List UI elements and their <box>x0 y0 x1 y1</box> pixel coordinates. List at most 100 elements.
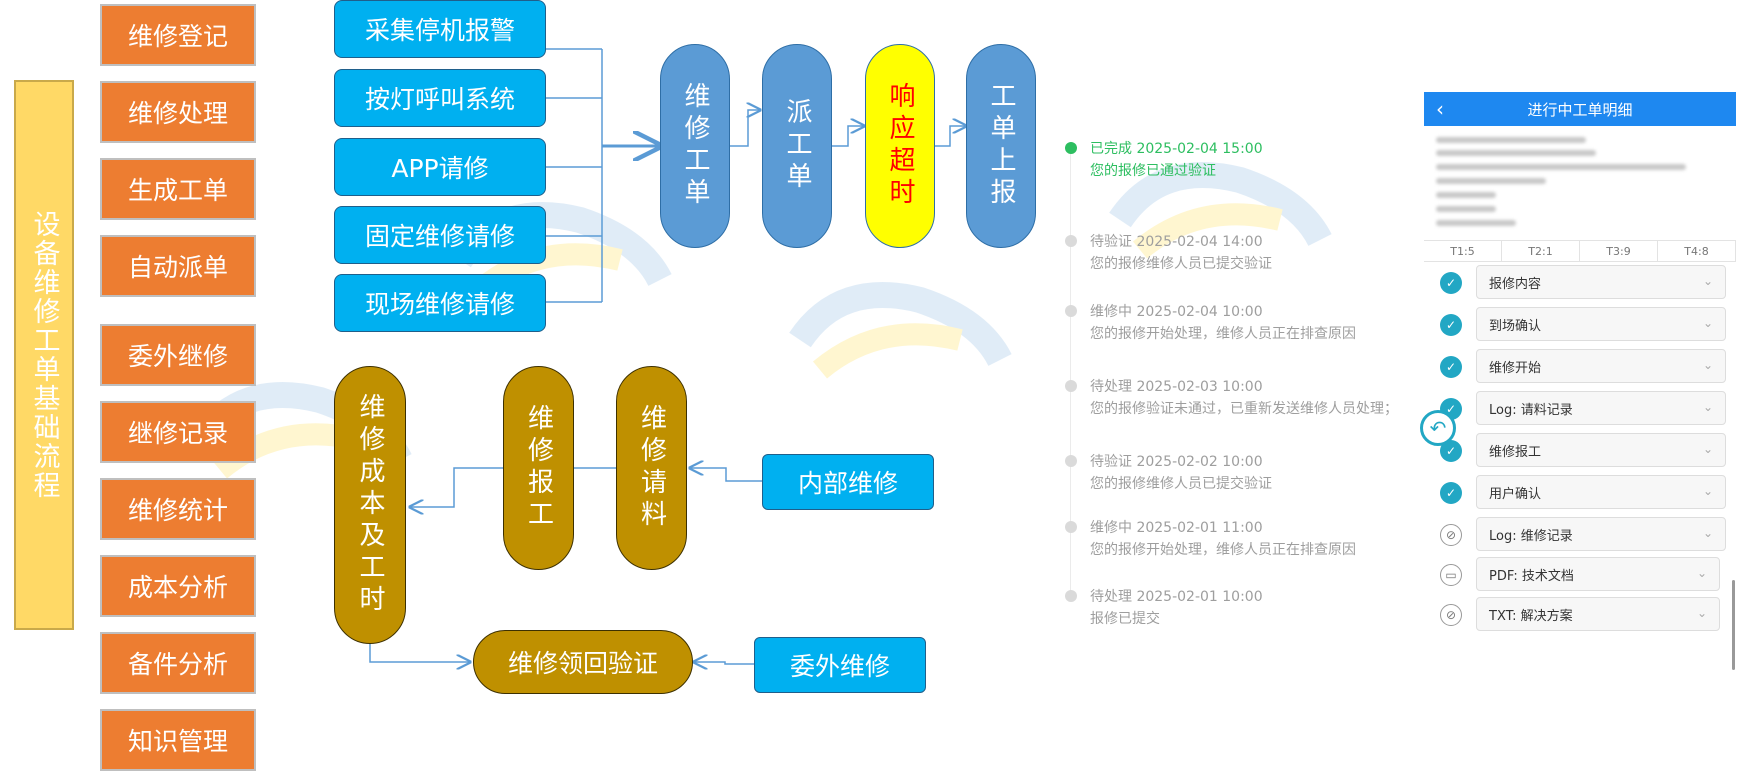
timeline-dot <box>1065 455 1077 467</box>
phone-header-title: 进行中工单明细 <box>1527 100 1633 119</box>
undo-icon[interactable]: ↶ <box>1420 410 1456 446</box>
timeline-dot <box>1065 235 1077 247</box>
step-row[interactable]: ▭ PDF: 技术文档 ⌄ <box>1424 554 1736 594</box>
step-dropdown[interactable]: TXT: 解决方案 ⌄ <box>1476 597 1720 631</box>
timeline-status: 待处理 2025-02-03 10:00 <box>1090 379 1263 395</box>
module-item[interactable]: 成本分析 <box>100 555 256 617</box>
link-icon: ⊘ <box>1440 604 1462 626</box>
main-title: 设备维修工单基础流程 <box>14 80 74 630</box>
flow-node-label: 维修请料 <box>636 404 667 532</box>
phone-panel: 进行中工单明细 ‹ T1:5 T2:1 T3:9 T4:8 ✓ 报修内容⌄ ✓ … <box>1424 92 1736 672</box>
blurred-info-line <box>1436 178 1546 184</box>
flow-node-label: 响应超时 <box>885 82 915 210</box>
flow-node-cost[interactable]: 维修成本及工时 <box>334 366 406 644</box>
step-label: PDF: 技术文档 <box>1489 568 1574 584</box>
step-row[interactable]: ✓ 报修内容⌄ <box>1424 262 1736 302</box>
step-dropdown[interactable]: PDF: 技术文档 ⌄ <box>1476 557 1720 591</box>
timeline-desc: 您的报修维修人员已提交验证 <box>1090 256 1272 272</box>
phone-tab[interactable]: T1:5 <box>1424 241 1502 261</box>
source-box[interactable]: 固定维修请修 <box>334 206 546 264</box>
step-dropdown[interactable]: Log: 维修记录⌄ <box>1476 517 1726 551</box>
link-icon: ⊘ <box>1440 524 1462 546</box>
timeline-desc: 您的报修开始处理，维修人员正在排查原因 <box>1090 542 1356 558</box>
chevron-down-icon: ⌄ <box>1702 316 1713 330</box>
external-repair-box[interactable]: 委外维修 <box>754 637 926 693</box>
back-icon[interactable]: ‹ <box>1436 97 1444 121</box>
main-title-text: 设备维修工单基础流程 <box>28 210 60 500</box>
blurred-info-line <box>1436 206 1496 212</box>
flow-node-work-report[interactable]: 维修报工 <box>503 366 574 570</box>
step-row[interactable]: ⊘ TXT: 解决方案 ⌄ <box>1424 594 1736 634</box>
chevron-down-icon: ⌄ <box>1696 606 1707 620</box>
step-dropdown[interactable]: 到场确认 ⌄ <box>1476 307 1726 341</box>
scrollbar[interactable] <box>1732 580 1735 670</box>
module-item[interactable]: 维修登记 <box>100 4 256 66</box>
timeline-desc: 您的报修已通过验证 <box>1090 163 1216 179</box>
step-label: 维修报工 <box>1489 444 1542 460</box>
step-label: TXT: 解决方案 <box>1489 608 1573 624</box>
phone-tab[interactable]: T4:8 <box>1658 241 1736 261</box>
step-row[interactable]: ✓ Log: 请料记录⌄ <box>1424 388 1736 428</box>
source-box[interactable]: 采集停机报警 <box>334 0 546 58</box>
timeline-dot <box>1065 590 1077 602</box>
module-item[interactable]: 维修统计 <box>100 478 256 540</box>
step-row[interactable]: ✓ 用户确认⌄ <box>1424 472 1736 512</box>
phone-tab[interactable]: T2:1 <box>1502 241 1580 261</box>
module-item[interactable]: 委外继修 <box>100 324 256 386</box>
timeline-status: 维修中 2025-02-04 10:00 <box>1090 304 1263 320</box>
timeline-dot <box>1065 380 1077 392</box>
module-item[interactable]: 备件分析 <box>100 632 256 694</box>
flow-node-work-order[interactable]: 维修工单 <box>660 44 730 248</box>
module-item[interactable]: 维修处理 <box>100 81 256 143</box>
check-icon: ✓ <box>1440 314 1462 336</box>
step-label: 到场确认 <box>1489 318 1542 334</box>
document-icon: ▭ <box>1440 564 1462 586</box>
step-label: Log: 维修记录 <box>1489 528 1573 544</box>
flow-node-label: 派工单 <box>782 98 812 194</box>
step-dropdown[interactable]: 维修开始 ⌄ <box>1476 349 1726 383</box>
phone-tabs: T1:5 T2:1 T3:9 T4:8 <box>1424 240 1736 262</box>
step-dropdown[interactable]: 维修报工 ⌄ <box>1476 433 1726 467</box>
timeline-line <box>1070 150 1071 600</box>
flow-node-dispatch[interactable]: 派工单 <box>762 44 832 248</box>
flow-node-material[interactable]: 维修请料 <box>616 366 687 570</box>
chevron-down-icon: ⌄ <box>1696 566 1707 580</box>
check-icon: ✓ <box>1440 482 1462 504</box>
flow-node-verify[interactable]: 维修领回验证 <box>473 630 693 694</box>
flow-node-label: 维修成本及工时 <box>355 393 385 617</box>
flow-node-label: 维修报工 <box>523 404 554 532</box>
check-icon: ✓ <box>1440 440 1462 462</box>
step-row[interactable]: ✓ 维修开始⌄ <box>1424 346 1736 386</box>
check-icon: ✓ <box>1440 272 1462 294</box>
source-box[interactable]: 现场维修请修 <box>334 274 546 332</box>
step-dropdown[interactable]: 报修内容⌄ <box>1476 265 1726 299</box>
timeline-desc: 您的报修验证未通过，已重新发送维修人员处理； <box>1090 401 1398 417</box>
chevron-down-icon: ⌄ <box>1702 400 1713 414</box>
blurred-info-line <box>1436 192 1496 198</box>
chevron-down-icon: ⌄ <box>1702 442 1713 456</box>
chevron-down-icon: ⌄ <box>1702 358 1713 372</box>
step-label: 报修内容 <box>1489 276 1542 292</box>
internal-repair-box[interactable]: 内部维修 <box>762 454 934 510</box>
step-label: 维修开始 <box>1489 360 1542 376</box>
step-dropdown[interactable]: 用户确认⌄ <box>1476 475 1726 509</box>
step-dropdown[interactable]: Log: 请料记录⌄ <box>1476 391 1726 425</box>
source-box[interactable]: 按灯呼叫系统 <box>334 69 546 127</box>
step-row[interactable]: ✓ 到场确认 ⌄ <box>1424 304 1736 344</box>
phone-tab[interactable]: T3:9 <box>1580 241 1658 261</box>
blurred-info-line <box>1436 164 1686 170</box>
flow-node-label: 维修工单 <box>680 82 710 210</box>
blurred-info-line <box>1436 220 1516 226</box>
module-item[interactable]: 继修记录 <box>100 401 256 463</box>
flow-node-timeout[interactable]: 响应超时 <box>865 44 935 248</box>
chevron-down-icon: ⌄ <box>1702 484 1713 498</box>
step-row[interactable]: ✓ 维修报工 ⌄ <box>1424 430 1736 470</box>
module-item[interactable]: 知识管理 <box>100 709 256 771</box>
flow-node-report[interactable]: 工单上报 <box>966 44 1036 248</box>
step-row[interactable]: ⊘ Log: 维修记录⌄ <box>1424 514 1736 554</box>
source-box[interactable]: APP请修 <box>334 138 546 196</box>
module-item[interactable]: 生成工单 <box>100 158 256 220</box>
module-item[interactable]: 自动派单 <box>100 235 256 297</box>
timeline-desc: 您的报修开始处理，维修人员正在排查原因 <box>1090 326 1356 342</box>
